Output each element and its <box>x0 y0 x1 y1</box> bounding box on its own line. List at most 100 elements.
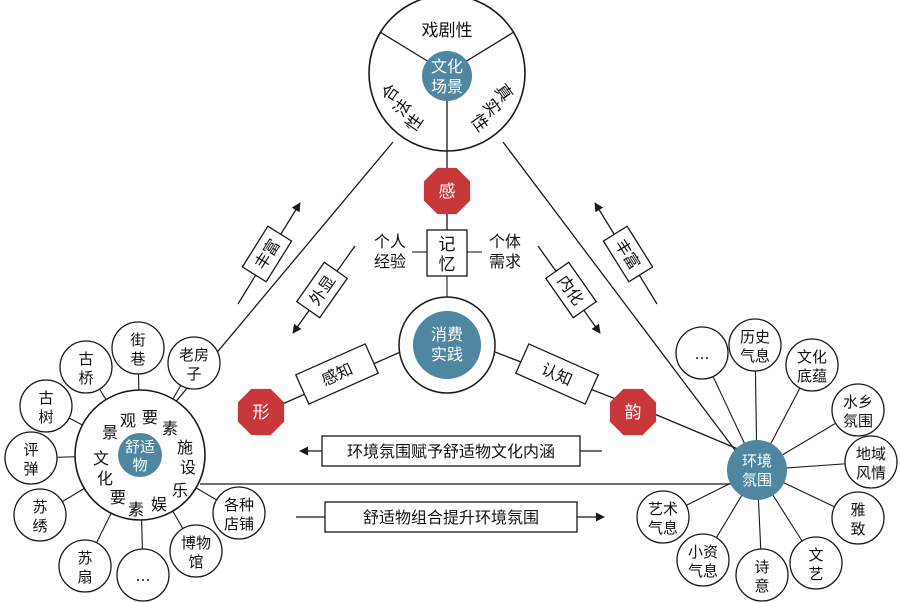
externalize-frame <box>295 261 349 319</box>
amenity-node <box>58 539 112 593</box>
atmosphere-node <box>831 491 885 545</box>
amenity-node <box>169 524 223 578</box>
edge-top-right <box>502 141 736 451</box>
cognition-box: 认知 <box>514 343 600 405</box>
amenity-node-text-line2: 绣 <box>32 517 47 535</box>
amenity-ring-char: 设 <box>180 458 196 477</box>
amenity-ring-char: 景 <box>102 423 118 442</box>
badge-gan-shape <box>423 167 471 215</box>
atmosphere-node-text-line1: 历史 <box>740 328 770 346</box>
memory-line2: 忆 <box>439 255 456 275</box>
atmosphere-cluster: 环境 氛围 …历史气息文化底蕴水乡氛围地域风情雅致文艺诗意小资气息艺术气息 <box>636 318 898 602</box>
atmosphere-node-text-line1: 雅 <box>850 501 865 519</box>
edge-right-hub <box>651 412 746 453</box>
cognition-frame <box>514 343 600 405</box>
atmosphere-hub-line2: 氛围 <box>742 471 772 489</box>
amenity-node-text-line2: 弹 <box>23 460 38 478</box>
amenity-nodes: 古桥街巷老房子古树评弹苏绣苏扇…博物馆各种店铺 <box>4 321 266 602</box>
badge-xing-label: 形 <box>253 403 270 423</box>
amenity-node-text-line1: 古 <box>78 350 93 368</box>
amenity-hub-line2: 物 <box>132 456 147 474</box>
internalize-frame <box>544 261 598 319</box>
badge-xing-shape <box>237 388 285 436</box>
amenity-ring-char: 文 <box>93 449 109 468</box>
amenity-node-text-line2: 子 <box>186 365 201 383</box>
atmosphere-node <box>676 533 730 587</box>
amenity-node-text-line2: 巷 <box>130 350 145 368</box>
amenity-node-text-line1: 苏 <box>77 549 92 567</box>
badge-xing: 形 <box>237 388 285 436</box>
internalize-box: 内化 <box>544 261 598 319</box>
atmosphere-hub-line1: 环境 <box>742 452 772 470</box>
personal-experience-line2: 经验 <box>374 252 406 271</box>
atmosphere-node-text-line2: 气息 <box>740 347 770 365</box>
amenity-hub <box>118 433 162 477</box>
upper-flow-frame <box>321 435 581 467</box>
atmosphere-node-text-line2: 艺 <box>808 565 823 583</box>
perception-frame <box>294 343 380 405</box>
atmosphere-node-text-line2: 底蕴 <box>797 367 827 385</box>
individual-needs-line2: 需求 <box>489 252 521 271</box>
memory-box: 记 忆 个人 经验 个体 需求 <box>374 229 521 297</box>
practice-hub <box>413 311 481 379</box>
amenity-ring-char: 施 <box>177 438 193 457</box>
badge-yun-label: 韵 <box>625 403 642 423</box>
amenity-node <box>59 340 113 394</box>
amenity-node-text-line1: 各种 <box>224 496 254 514</box>
scene-hub <box>422 51 472 101</box>
atmosphere-node <box>844 435 898 489</box>
upper-flow-label: 环境氛围赋予舒适物文化内涵 <box>347 442 555 461</box>
atmosphere-node-text-line1: 小资 <box>688 543 718 561</box>
atmosphere-hub <box>727 440 787 500</box>
amenity-node-text-label: … <box>136 567 151 585</box>
atmosphere-node-text-line2: 氛围 <box>843 412 873 430</box>
amenity-node-text-line1: 老房 <box>179 346 209 364</box>
scene-hub-line1: 文化 <box>431 57 463 76</box>
enrich-left-frame <box>241 225 293 283</box>
amenity-ring-char: 观 <box>120 411 136 430</box>
atmosphere-node <box>831 383 885 437</box>
amenity-cluster: 舒适 物 观要素景施设乐娱素要化文 古桥街巷老房子古树评弹苏绣苏扇…博物馆各种店… <box>4 321 266 602</box>
atmosphere-node-text-line2: 致 <box>850 520 865 538</box>
atmosphere-node <box>735 548 789 602</box>
amenity-node-text-line2: 店铺 <box>224 515 254 533</box>
atmosphere-node-text-line2: 风情 <box>856 464 886 482</box>
amenity-node <box>167 336 221 390</box>
externalize-box: 外显 <box>295 261 349 319</box>
amenity-ring-char: 素 <box>128 500 144 519</box>
practice-hub-line2: 实践 <box>431 345 463 364</box>
individual-needs-line1: 个体 <box>489 232 521 251</box>
amenity-node-text-line1: 街 <box>130 331 145 349</box>
atmosphere-node-text-line1: 水乡 <box>843 393 873 411</box>
personal-experience-line1: 个人 <box>374 232 406 251</box>
amenity-ring-char: 要 <box>110 488 126 507</box>
practice-hub-line1: 消费 <box>431 325 463 344</box>
atmosphere-node-text-line1: 诗 <box>754 558 769 576</box>
amenity-node-text-line2: 扇 <box>77 568 92 586</box>
badge-yun-shape <box>609 388 657 436</box>
atmosphere-node-text-line2: 气息 <box>648 519 678 537</box>
amenity-hub-line1: 舒适 <box>125 438 155 456</box>
amenity-ring-char: 娱 <box>151 495 167 514</box>
badge-gan-label: 感 <box>439 182 456 202</box>
amenity-node-text-line1: 古 <box>38 389 53 407</box>
atmosphere-node-text-label: … <box>695 345 710 363</box>
memory-line1: 记 <box>439 235 456 255</box>
amenity-node <box>19 379 73 433</box>
atmosphere-node <box>636 490 690 544</box>
cultural-scene-node: 文化 场景 戏剧性 合 法 性 真 实 性 <box>368 0 526 152</box>
amenity-ring-labels: 观要素景施设乐娱素要化文 <box>93 408 196 519</box>
amenity-ring-char: 乐 <box>172 481 188 500</box>
consumption-practice-node: 消费 实践 <box>398 296 496 394</box>
atmosphere-node-text-line1: 文 <box>808 546 823 564</box>
atmosphere-node-text-line2: 意 <box>754 577 769 595</box>
atmosphere-node-text-line2: 气息 <box>688 562 718 580</box>
perception-box: 感知 <box>294 343 380 405</box>
amenity-node <box>111 321 165 375</box>
amenity-node-text-line1: 博物 <box>181 534 211 552</box>
amenity-node-text-line1: 评 <box>23 441 38 459</box>
atmosphere-node <box>785 338 839 392</box>
amenity-node-text-line2: 桥 <box>78 369 93 387</box>
atmosphere-node-text-line1: 文化 <box>797 348 827 366</box>
